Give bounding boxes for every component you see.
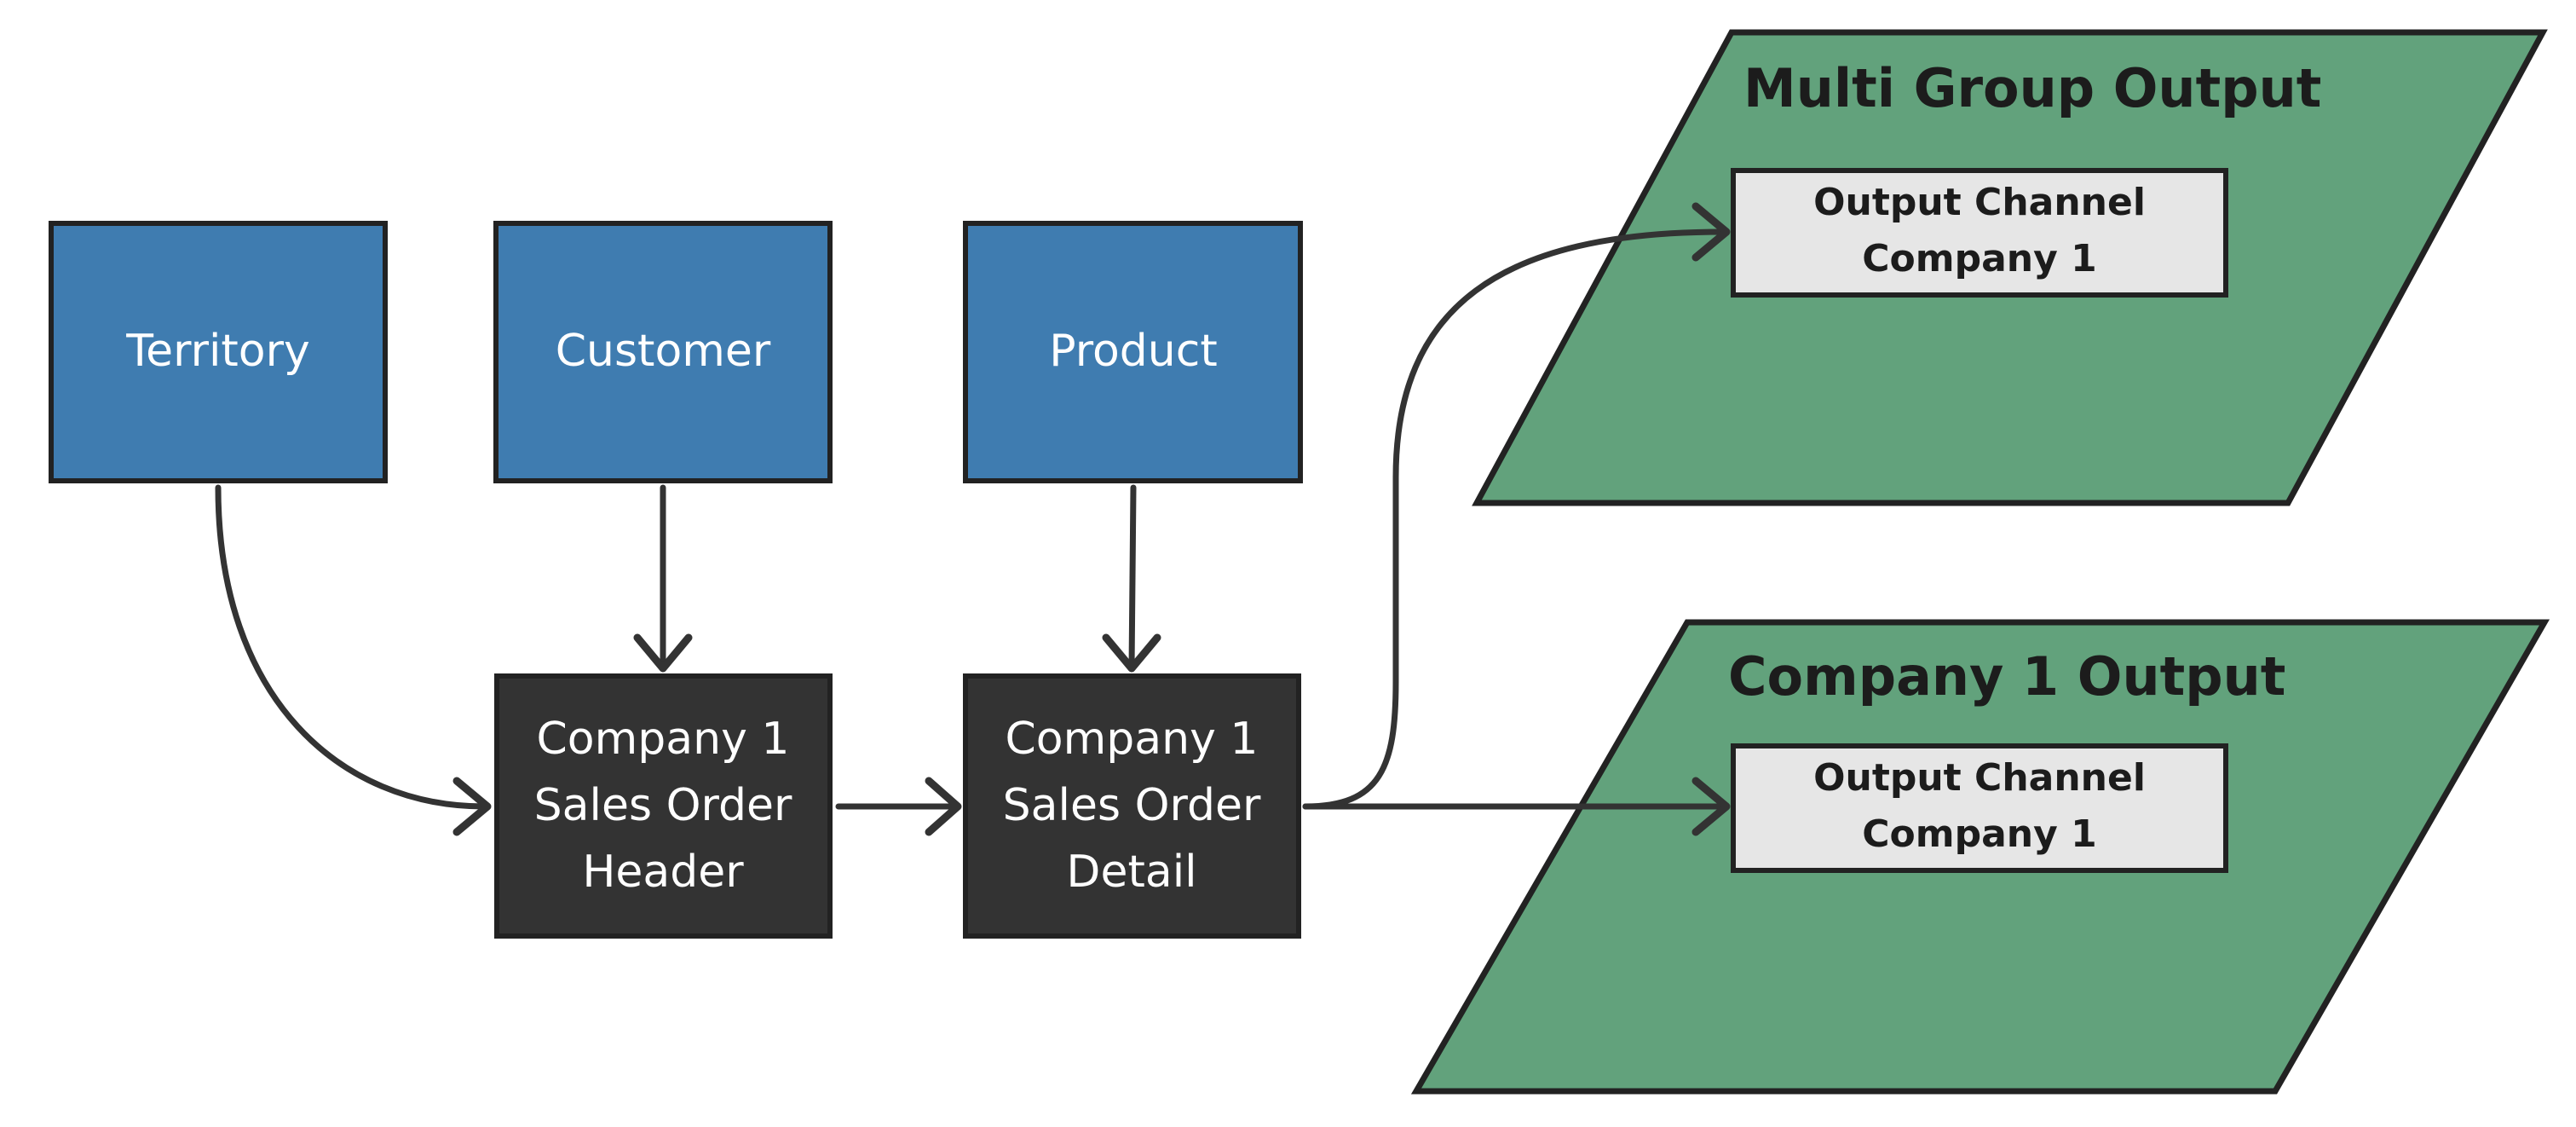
edge-customer-to-header: [633, 484, 693, 673]
company-1-channel-label-line-2: Company 1: [1862, 812, 2097, 856]
product-label: Product: [1049, 326, 1217, 377]
edge-header-to-detail: [835, 777, 962, 836]
header-label-line-1: Company 1: [537, 714, 790, 765]
multi-group-channel-label-line-2: Company 1: [1862, 237, 2097, 280]
sales-order-detail-node: Company 1 Sales Order Detail: [963, 673, 1301, 939]
territory-label: Territory: [125, 326, 310, 377]
edge-detail-to-company-1-output: [1302, 777, 1731, 836]
detail-label-line-1: Company 1: [1006, 714, 1259, 765]
multi-group-channel-label-line-1: Output Channel: [1813, 181, 2146, 224]
detail-label-line-3: Detail: [1066, 847, 1196, 898]
product-node: Product: [963, 221, 1303, 483]
company-1-channel-label-line-1: Output Channel: [1813, 756, 2146, 800]
company-1-output-channel: [1731, 743, 2228, 873]
sales-order-header-node: Company 1 Sales Order Header: [494, 673, 833, 939]
company-1-output: Company 1 Output Output Channel Company …: [1410, 619, 2550, 1095]
territory-node: Territory: [49, 221, 388, 483]
multi-group-output-channel: [1731, 168, 2228, 298]
header-label-line-3: Header: [582, 847, 744, 898]
header-label-line-2: Sales Order: [534, 780, 792, 831]
edge-detail-to-multi-group-output: [1302, 202, 1731, 810]
edge-territory-to-header: [215, 484, 492, 836]
edge-product-to-detail: [1102, 484, 1161, 673]
customer-label: Customer: [556, 326, 771, 377]
detail-label-line-2: Sales Order: [1003, 780, 1261, 831]
customer-node: Customer: [493, 221, 833, 483]
multi-group-output: Multi Group Output Output Channel Compan…: [1472, 29, 2548, 506]
company-1-output-title: Company 1 Output: [1728, 645, 2285, 708]
multi-group-output-title: Multi Group Output: [1743, 57, 2321, 119]
